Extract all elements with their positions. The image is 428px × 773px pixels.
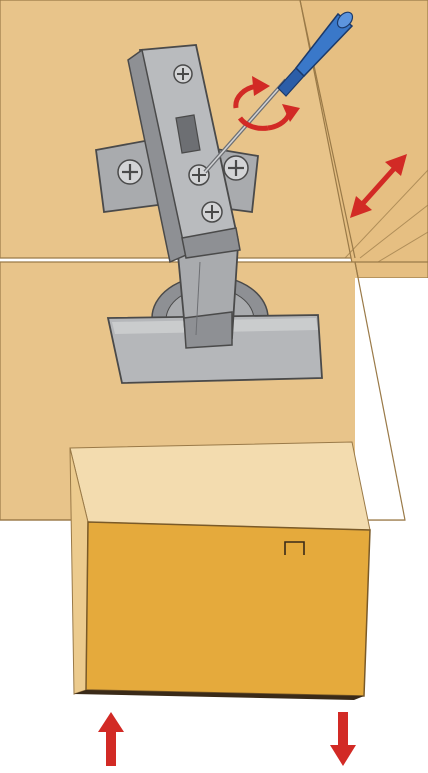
door-box [70, 442, 370, 700]
screw-left [118, 160, 142, 184]
screw-right [224, 156, 248, 180]
screw-top [174, 65, 192, 83]
screw-lower [202, 202, 222, 222]
hinge-arm [178, 245, 238, 348]
